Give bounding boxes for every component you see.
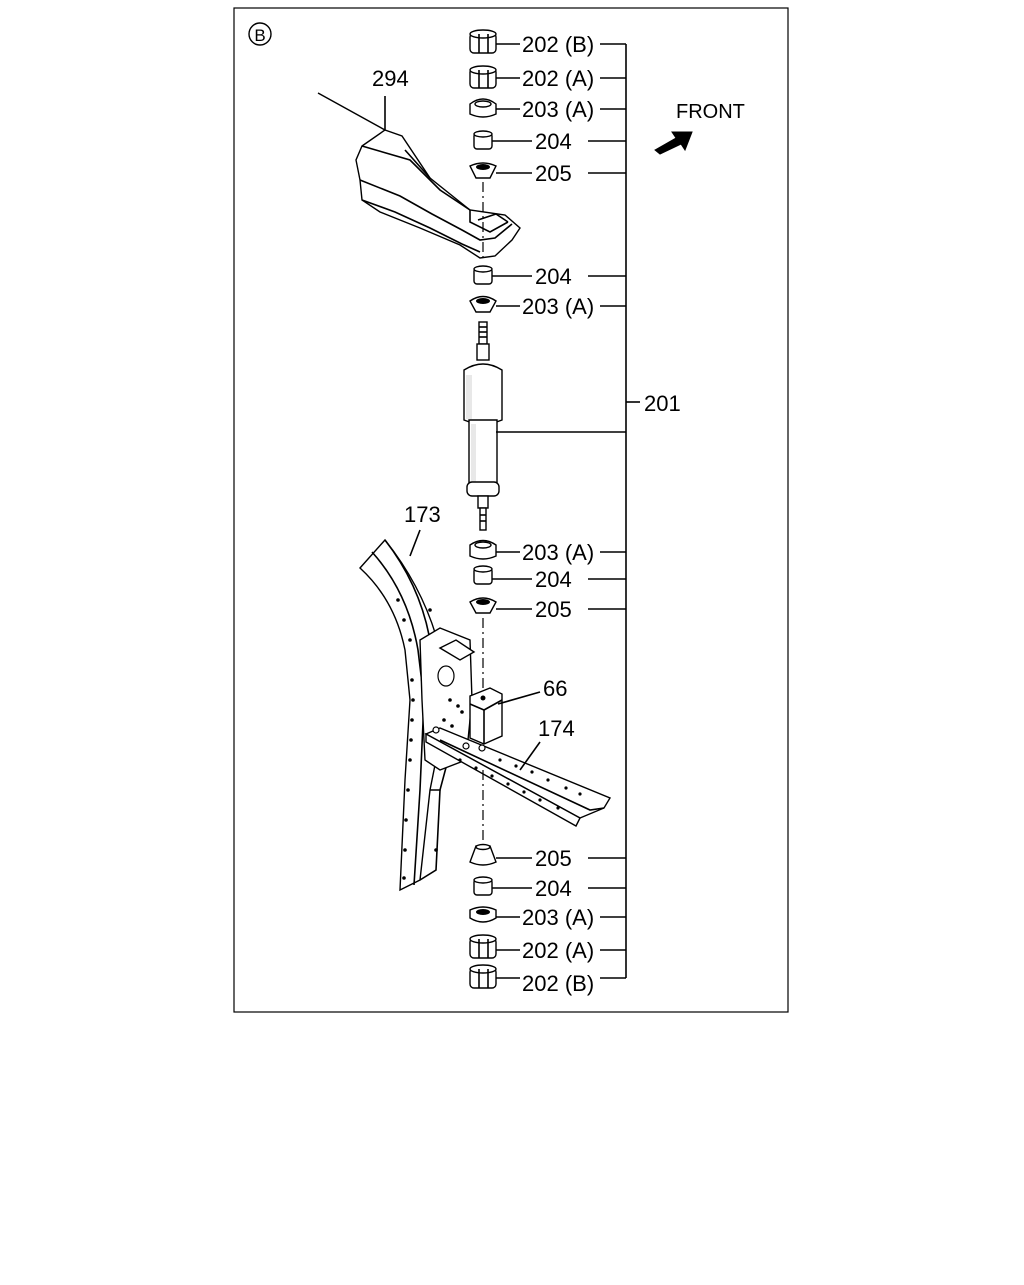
bushing-203a-mid <box>469 295 497 313</box>
part-row: 202 (A) <box>496 938 626 963</box>
callout-294: 294 <box>372 66 409 91</box>
part-row: 204 <box>492 567 626 592</box>
part-row: 204 <box>492 876 626 901</box>
sleeve-204-bottom <box>473 876 493 896</box>
part-row: 205 <box>496 597 626 622</box>
nut-202b-top <box>469 29 497 54</box>
view-marker-letter: B <box>254 26 265 45</box>
group-bracket-201 <box>496 44 640 978</box>
svg-text:203 (A): 203 (A) <box>522 294 594 319</box>
view-marker: B <box>248 22 272 46</box>
sleeve-204-lower <box>473 565 493 585</box>
svg-text:202 (A): 202 (A) <box>522 66 594 91</box>
nut-202b-bottom <box>469 964 497 989</box>
cross-member-294 <box>317 92 521 259</box>
sleeve-204-top <box>473 130 493 150</box>
svg-text:204: 204 <box>535 129 572 154</box>
part-row: 205 <box>496 846 626 871</box>
svg-text:205: 205 <box>535 846 572 871</box>
callout-174: 174 <box>538 716 575 741</box>
bushing-203a-top <box>469 98 497 118</box>
shock-absorber <box>463 321 503 531</box>
svg-text:202 (A): 202 (A) <box>522 938 594 963</box>
part-row: 203 (A) <box>496 905 626 930</box>
svg-text:204: 204 <box>535 876 572 901</box>
part-row: 203 (A) <box>496 294 626 319</box>
svg-text:203 (A): 203 (A) <box>522 97 594 122</box>
diagram-frame <box>233 7 789 1013</box>
svg-text:204: 204 <box>535 264 572 289</box>
bushing-203a-lower <box>469 539 497 560</box>
svg-text:204: 204 <box>535 567 572 592</box>
part-row: 203 (A) <box>496 540 626 565</box>
bushing-203a-bottom <box>469 906 497 923</box>
svg-text:202 (B): 202 (B) <box>522 971 594 996</box>
nut-202a-top <box>469 65 497 89</box>
washer-205-lower <box>469 597 497 614</box>
bracket-66 <box>469 687 503 745</box>
callout-66: 66 <box>543 676 567 701</box>
cross-member-174 <box>424 726 612 827</box>
svg-text:202 (B): 202 (B) <box>522 32 594 57</box>
sleeve-204-mid <box>473 265 493 285</box>
part-row: 204 <box>492 264 626 289</box>
part-row: 205 <box>496 161 626 186</box>
frame-rail-173 <box>359 538 476 892</box>
part-row: 202 (A) <box>496 66 626 91</box>
front-direction: FRONT <box>654 101 745 155</box>
part-labels: 202 (B) 202 (A) 203 (A) 204 205 204 <box>492 32 626 996</box>
part-row: 202 (B) <box>496 32 626 57</box>
front-label: FRONT <box>676 101 745 123</box>
svg-text:205: 205 <box>535 161 572 186</box>
part-row: 204 <box>492 129 626 154</box>
svg-text:203 (A): 203 (A) <box>522 905 594 930</box>
callout-173: 173 <box>404 502 441 527</box>
nut-202a-bottom <box>469 934 497 959</box>
part-row: 202 (B) <box>496 971 626 996</box>
callout-201: 201 <box>644 391 681 416</box>
washer-205-top <box>469 162 497 179</box>
svg-text:205: 205 <box>535 597 572 622</box>
part-row: 203 (A) <box>496 97 626 122</box>
front-arrow-icon <box>654 131 693 155</box>
svg-text:203 (A): 203 (A) <box>522 540 594 565</box>
washer-205-bottom <box>469 843 497 866</box>
